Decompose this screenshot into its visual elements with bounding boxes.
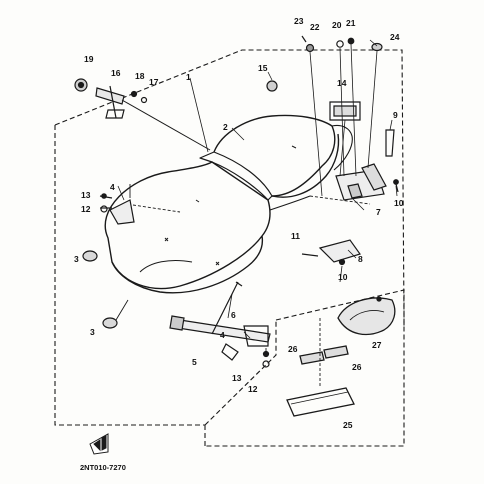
callout-13b: 13 <box>232 373 242 383</box>
callout-4b: 4 <box>220 330 225 340</box>
seat-sheet-icon <box>286 318 355 417</box>
lock-assembly-icon <box>74 78 211 151</box>
lower-bracket-icon <box>169 281 271 368</box>
callout-10b: 10 <box>338 272 348 282</box>
callout-numbers: 1 2 3 3 4 4 5 6 7 8 9 10 10 11 12 12 13 … <box>74 16 404 430</box>
callout-7: 7 <box>376 207 381 217</box>
rear-hinge-icon <box>266 35 399 266</box>
leader-lines <box>117 39 398 339</box>
callout-14: 14 <box>337 78 347 88</box>
callout-20: 20 <box>332 20 342 30</box>
callout-6: 6 <box>231 310 236 320</box>
callout-4a: 4 <box>110 182 115 192</box>
callout-3a: 3 <box>74 254 79 264</box>
callout-23: 23 <box>294 16 304 26</box>
callout-13a: 13 <box>81 190 91 200</box>
callout-2: 2 <box>223 122 228 132</box>
callout-26a: 26 <box>288 344 298 354</box>
callout-18: 18 <box>135 71 145 81</box>
callout-8: 8 <box>358 254 363 264</box>
callout-3b: 3 <box>90 327 95 337</box>
callout-21: 21 <box>346 18 356 28</box>
cover-frame <box>204 289 405 447</box>
callout-12a: 12 <box>81 204 91 214</box>
callout-25: 25 <box>343 420 353 430</box>
callout-19: 19 <box>84 54 94 64</box>
direction-marker-icon <box>89 433 109 455</box>
rear-cover-icon <box>337 296 396 336</box>
damper-icon <box>82 250 129 329</box>
callout-15: 15 <box>258 63 268 73</box>
callout-27: 27 <box>372 340 382 350</box>
callout-11: 11 <box>291 231 300 241</box>
callout-1: 1 <box>186 72 191 82</box>
callout-5: 5 <box>192 357 197 367</box>
assembly-frame <box>54 49 405 426</box>
callout-16: 16 <box>111 68 121 78</box>
callout-26b: 26 <box>352 362 362 372</box>
callout-10a: 10 <box>394 198 404 208</box>
callout-17: 17 <box>149 77 159 87</box>
callout-12b: 12 <box>248 384 258 394</box>
seat-icon <box>104 114 353 294</box>
callout-9: 9 <box>393 110 398 120</box>
callout-24: 24 <box>390 32 400 42</box>
diagram-part-code: 2NT010-7270 <box>80 463 126 472</box>
callout-22: 22 <box>310 22 320 32</box>
hinge-bracket-icon <box>99 184 181 225</box>
